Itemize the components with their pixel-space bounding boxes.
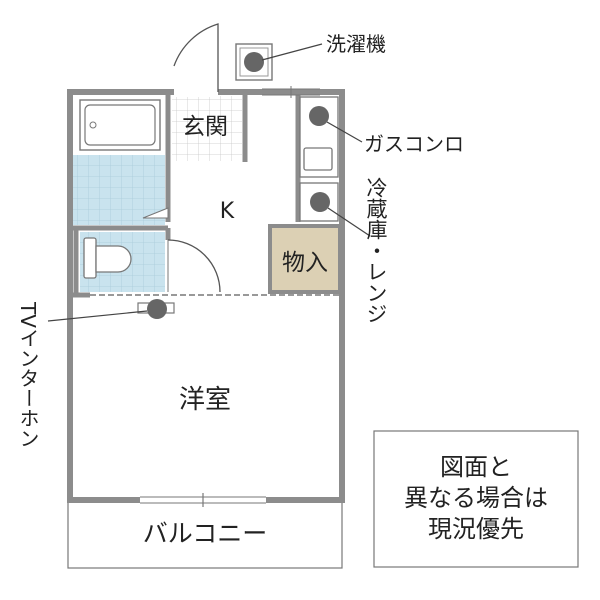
tv-intercom-label: TVインターホン (16, 301, 40, 448)
bathroom-floor (73, 155, 165, 225)
fridge-range-label: 冷蔵庫・レンジ (364, 177, 388, 324)
kitchen-label: K (220, 199, 235, 224)
fridge-marker-icon (310, 192, 330, 212)
notice-box (373, 430, 579, 568)
storage-closet (268, 224, 342, 294)
top-window (262, 86, 320, 98)
toilet (83, 237, 132, 279)
washer-marker-icon (244, 52, 264, 72)
kitchen-counter (299, 96, 339, 178)
bathtub (79, 99, 161, 151)
toilet-door (167, 239, 221, 293)
notice-line-1: 図面と (440, 453, 512, 481)
gas-stove-label: ガスコンロ (364, 132, 464, 156)
genkan-floor (172, 96, 242, 161)
balcony (67, 499, 343, 569)
entrance-door (173, 23, 219, 92)
leader-lines (47, 43, 371, 322)
notice-line-3: 現況優先 (428, 515, 524, 543)
entrance-gap (174, 87, 218, 97)
balcony-label: バルコニー (143, 519, 268, 548)
genkan-label: 玄関 (182, 114, 228, 140)
western-room-label: 洋室 (179, 385, 231, 415)
storage-label: 物入 (282, 250, 328, 276)
notice-line-2: 異なる場合は (404, 484, 548, 512)
bathroom-door (142, 207, 169, 219)
washer-label: 洗濯機 (326, 32, 386, 56)
gas-stove-marker-icon (309, 106, 329, 126)
intercom-marker-icon (147, 299, 167, 319)
balcony-window (140, 493, 266, 507)
